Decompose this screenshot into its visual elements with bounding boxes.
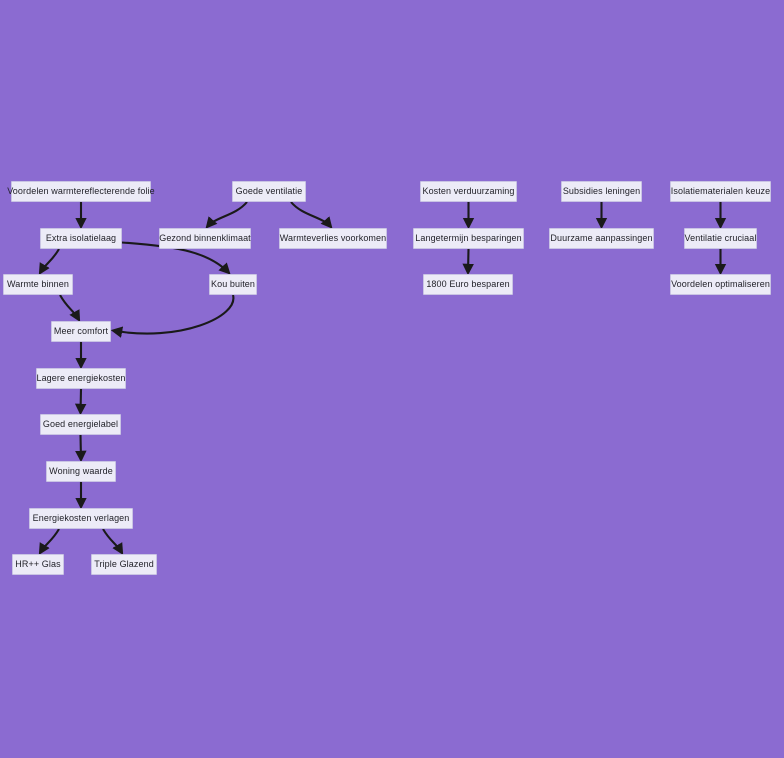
node-kosten_verduurzaming[interactable]: Kosten verduurzaming <box>420 181 517 202</box>
node-label: Kosten verduurzaming <box>422 186 515 196</box>
node-label: Voordelen warmtereflecterende folie <box>7 186 155 196</box>
node-label: Kou buiten <box>210 279 256 289</box>
node-label: Gezond binnenklimaat <box>159 233 251 243</box>
node-triple_glazend[interactable]: Triple Glazend <box>91 554 157 575</box>
node-voordelen_optimaliseren[interactable]: Voordelen optimaliseren <box>670 274 771 295</box>
node-extra_isolatielaag[interactable]: Extra isolatielaag <box>40 228 122 249</box>
node-label: Duurzame aanpassingen <box>550 233 653 243</box>
node-goede_ventilatie[interactable]: Goede ventilatie <box>232 181 306 202</box>
node-label: Warmte binnen <box>7 279 69 289</box>
node-label: HR++ Glas <box>15 559 61 569</box>
node-lagere_energiekosten[interactable]: Lagere energiekosten <box>36 368 126 389</box>
node-euro_besparen[interactable]: 1800 Euro besparen <box>423 274 513 295</box>
node-label: Langetermijn besparingen <box>415 233 522 243</box>
node-label: Warmteverlies voorkomen <box>279 233 387 243</box>
edge-goede_ventilatie-to-gezond_binnenklimaat <box>205 201 248 229</box>
node-label: Energiekosten verlagen <box>32 513 130 523</box>
edge-energiekosten_verlagen-to-hr_glas <box>38 528 60 555</box>
node-subsidies_leningen[interactable]: Subsidies leningen <box>561 181 642 202</box>
edge-extra_isolatielaag-to-warmte_binnen <box>38 248 60 275</box>
node-voordelen_folie[interactable]: Voordelen warmtereflecterende folie <box>7 181 155 202</box>
node-hr_glas[interactable]: HR++ Glas <box>12 554 64 575</box>
node-goed_energielabel[interactable]: Goed energielabel <box>40 414 121 435</box>
edge-goede_ventilatie-to-warmteverlies <box>290 201 333 229</box>
node-warmte_binnen[interactable]: Warmte binnen <box>3 274 73 295</box>
node-kou_buiten[interactable]: Kou buiten <box>209 274 257 295</box>
edge-kou_buiten-to-meer_comfort <box>110 294 235 338</box>
edge-langetermijn-to-euro_besparen <box>462 248 474 276</box>
node-label: Extra isolatielaag <box>45 233 117 243</box>
node-label: Subsidies leningen <box>562 186 641 196</box>
node-duurzame_aanpassingen[interactable]: Duurzame aanpassingen <box>549 228 654 249</box>
node-label: Ventilatie cruciaal <box>684 233 757 243</box>
node-label: Voordelen optimaliseren <box>671 279 770 289</box>
node-label: Goed energielabel <box>42 419 119 429</box>
node-label: Woning waarde <box>49 466 113 476</box>
node-gezond_binnenklimaat[interactable]: Gezond binnenklimaat <box>159 228 251 249</box>
node-label: Triple Glazend <box>94 559 154 569</box>
edge-lagere_energiekosten-to-goed_energielabel <box>74 388 87 416</box>
node-label: 1800 Euro besparen <box>426 279 510 289</box>
node-label: Meer comfort <box>53 326 109 336</box>
node-warmteverlies[interactable]: Warmteverlies voorkomen <box>279 228 387 249</box>
node-label: Lagere energiekosten <box>36 373 126 383</box>
node-isolatiematerialen[interactable]: Isolatiematerialen keuze <box>670 181 771 202</box>
node-label: Goede ventilatie <box>235 186 303 196</box>
node-langetermijn[interactable]: Langetermijn besparingen <box>413 228 524 249</box>
edges-group <box>38 201 727 555</box>
node-woning_waarde[interactable]: Woning waarde <box>46 461 116 482</box>
node-meer_comfort[interactable]: Meer comfort <box>51 321 111 342</box>
node-label: Isolatiematerialen keuze <box>670 186 771 196</box>
node-ventilatie_cruciaal[interactable]: Ventilatie cruciaal <box>684 228 757 249</box>
edge-energiekosten_verlagen-to-triple_glazend <box>102 528 124 555</box>
edge-goed_energielabel-to-woning_waarde <box>75 434 87 463</box>
node-energiekosten_verlagen[interactable]: Energiekosten verlagen <box>29 508 133 529</box>
edge-warmte_binnen-to-meer_comfort <box>59 294 81 323</box>
